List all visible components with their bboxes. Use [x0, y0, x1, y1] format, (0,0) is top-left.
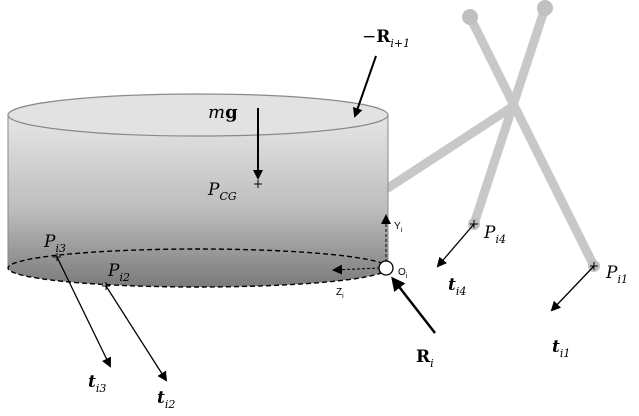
leg-upper-link	[383, 102, 517, 193]
label-mg: mg	[208, 102, 238, 123]
point-P-i1: Pi1 ti1	[550, 262, 628, 360]
label-P-i1: Pi1	[605, 263, 628, 286]
label-t-i4: ti4	[448, 275, 466, 298]
label-P-i3: Pi3	[43, 232, 66, 255]
point-P-i2: Pi2 ti2	[102, 261, 175, 411]
point-P-i4: Pi4 ti4	[436, 220, 506, 298]
label-Y-i: Yi	[394, 221, 403, 234]
label-O-i: Oi	[398, 267, 408, 280]
label-Z-i: Zi	[336, 287, 344, 300]
leg-a	[465, 12, 599, 271]
legs	[383, 0, 600, 272]
cylinder-body	[7, 93, 389, 288]
leg-a-top-joint	[462, 9, 478, 25]
point-P-i3: Pi3 ti3	[43, 232, 111, 395]
leg-b-top-joint	[537, 0, 553, 16]
leg-b	[469, 3, 550, 229]
label-t-i3: ti3	[88, 372, 106, 395]
label-P-i2: Pi2	[107, 261, 130, 284]
force-R-next: −Ri+1	[352, 27, 410, 118]
label-t-i2: ti2	[157, 388, 175, 411]
label-R-i: Ri	[416, 347, 434, 370]
label-t-i1: ti1	[552, 337, 570, 360]
center-of-gravity: PCG	[207, 180, 262, 203]
label-P-i4: Pi4	[483, 223, 506, 246]
origin-O-i	[378, 260, 394, 276]
label-R-next: −Ri+1	[362, 27, 410, 50]
local-frame: Yi Oi Zi	[332, 214, 408, 300]
cylinder-top	[7, 93, 389, 137]
force-R-i: Ri	[391, 276, 436, 370]
force-weight: mg	[208, 102, 263, 180]
label-P-CG: PCG	[207, 180, 237, 203]
